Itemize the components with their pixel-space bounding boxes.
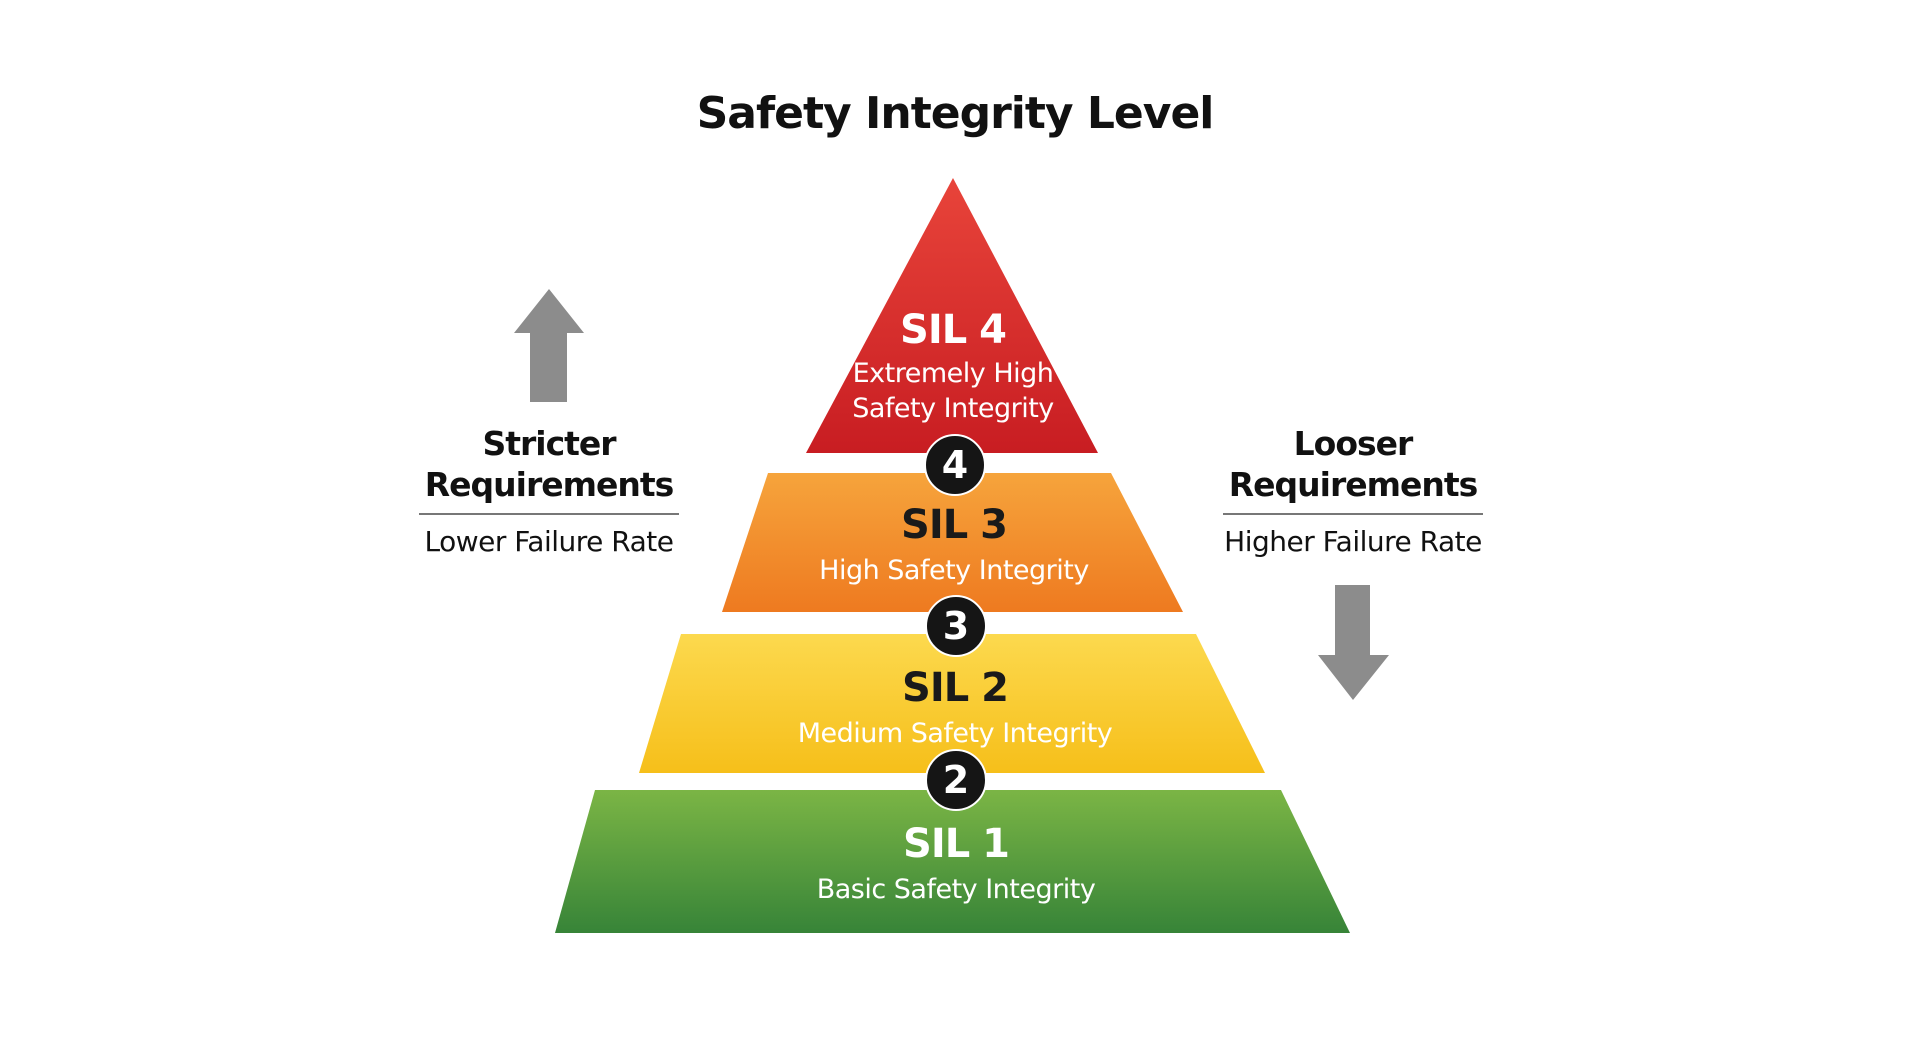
tier-sil3-shape [722, 473, 1183, 612]
left-heading-line1: Stricter [482, 424, 616, 463]
tier-sil1-shape [555, 790, 1350, 933]
up-arrow-icon [514, 289, 584, 402]
left-divider [419, 513, 679, 515]
tier-sil2-name: SIL 2 [902, 665, 1009, 711]
tier-sil1-desc: Basic Safety Integrity [816, 874, 1096, 905]
tier-sil4-name: SIL 4 [900, 307, 1007, 353]
tier-sil4-desc-line1: Extremely High [852, 358, 1054, 389]
right-subtext: Higher Failure Rate [1224, 525, 1482, 558]
tier-sil1: SIL 1 Basic Safety Integrity [656, 822, 1256, 907]
level-badge-2: 2 [925, 749, 987, 811]
tier-sil4-shape [806, 178, 1098, 453]
right-heading-line1: Looser [1293, 424, 1414, 463]
right-panel-looser: Looser Requirements Higher Failure Rate [1223, 423, 1483, 558]
diagram-title: Safety Integrity Level [696, 88, 1215, 139]
tier-sil1-name: SIL 1 [903, 821, 1010, 867]
left-panel-stricter: Stricter Requirements Lower Failure Rate [419, 423, 679, 558]
left-subtext: Lower Failure Rate [424, 525, 674, 558]
level-badge-3: 3 [925, 595, 987, 657]
right-divider [1223, 513, 1483, 515]
tier-sil2-shape [639, 634, 1265, 773]
right-heading-line2: Requirements [1228, 465, 1479, 504]
down-arrow-icon [1318, 585, 1389, 700]
level-badge-4: 4 [924, 434, 986, 496]
tier-sil3: SIL 3 High Safety Integrity [654, 503, 1254, 588]
tier-sil4-desc-line2: Safety Integrity [852, 393, 1054, 425]
tier-sil2: SIL 2 Medium Safety Integrity [655, 666, 1255, 751]
tier-sil2-desc: Medium Safety Integrity [797, 718, 1113, 749]
tier-sil3-desc: High Safety Integrity [819, 555, 1089, 586]
left-heading-line2: Requirements [424, 465, 675, 504]
tier-sil4: SIL 4 Extremely High Safety Integrity [653, 308, 1253, 426]
tier-sil3-name: SIL 3 [901, 502, 1008, 548]
